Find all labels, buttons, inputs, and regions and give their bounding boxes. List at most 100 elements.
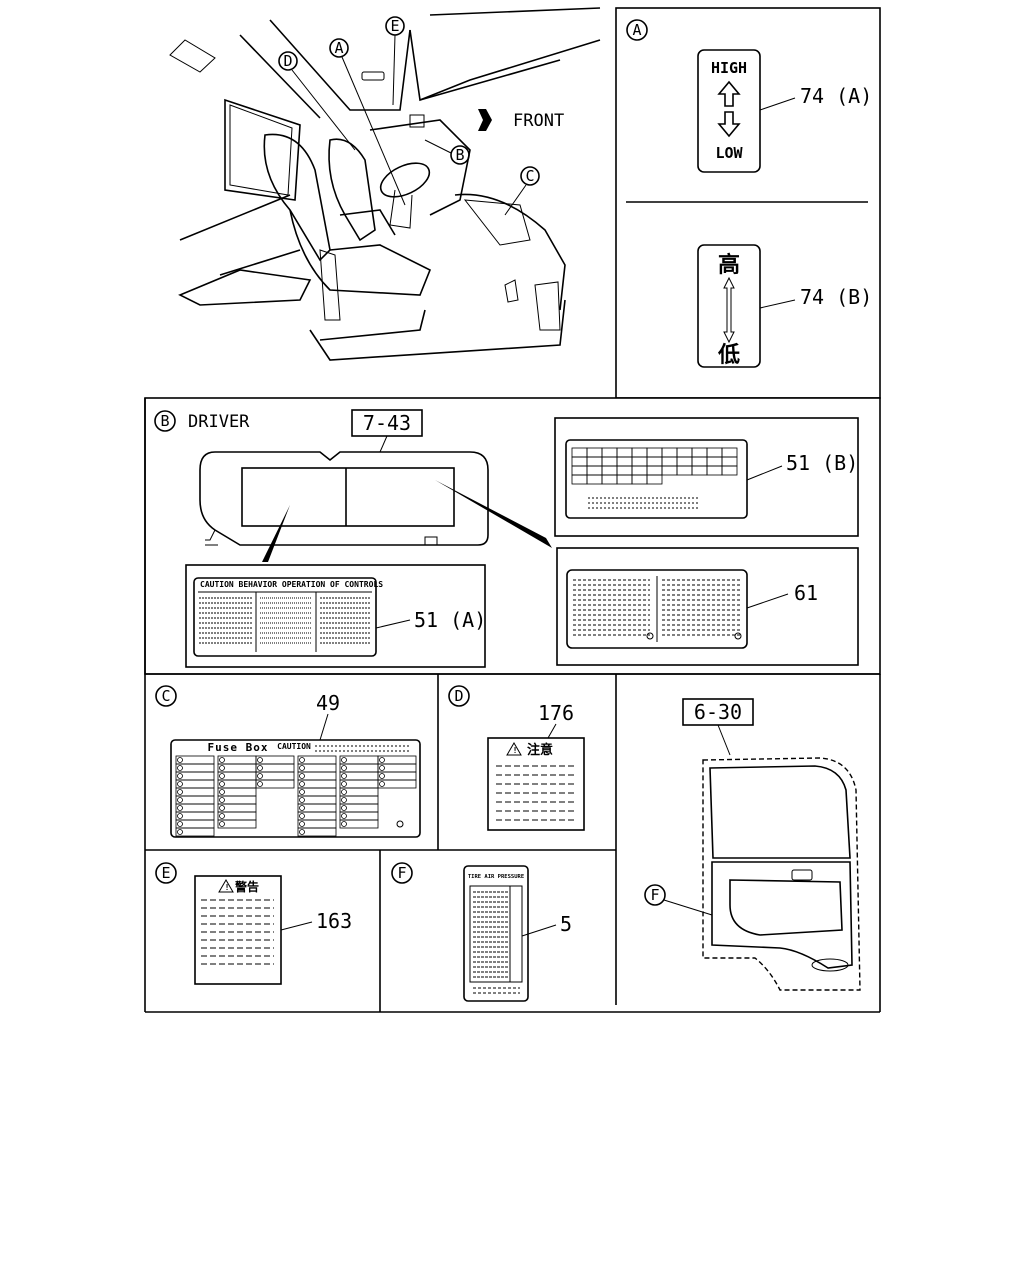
fuse-cell [297,803,337,813]
fuse-slot [299,813,305,819]
fuse-slot [341,821,347,827]
callout-b: B [424,139,470,165]
fuse-slot [177,765,183,771]
label-176: ! 注意 [487,737,585,831]
fuse-cell [339,795,379,805]
callout-e: E [385,16,405,106]
door-outline [702,757,861,991]
svg-text:163: 163 [316,909,352,933]
svg-text:F: F [397,864,406,882]
panel-f: F TIRE AIR PRESSURE 5 [391,862,572,1002]
fuse-cell [255,763,295,773]
svg-text:C: C [161,687,170,705]
fuse-slot [177,821,183,827]
svg-text:低: 低 [717,343,740,368]
svg-text:E: E [161,864,170,882]
fuse-cell [297,819,337,829]
fuse-cell [339,763,379,773]
callout-a: A [329,38,406,206]
panel-b: B DRIVER 7-43 CAUTION BEHAVIOR OPERATION… [154,409,859,668]
fuse-cell [175,827,215,837]
svg-text:Fuse Box: Fuse Box [208,741,269,754]
symbol-cell [721,465,738,476]
svg-text:HIGH: HIGH [711,59,747,77]
fuse-slot [219,773,225,779]
callout-c: C [504,166,540,216]
fuse-slot [299,821,305,827]
fuse-cell [297,795,337,805]
svg-text:TIRE AIR PRESSURE: TIRE AIR PRESSURE [468,874,524,880]
fuse-slot [219,813,225,819]
svg-text:E: E [390,17,399,35]
fuse-cell [217,819,257,829]
fuse-cell [297,811,337,821]
double-arrow-icon [723,276,735,344]
fuse-slot [257,757,263,763]
fuse-cell [297,787,337,797]
warning-triangle-icon [218,879,234,893]
svg-text:!: ! [513,746,518,755]
svg-text:警告: 警告 [234,879,259,894]
fuse-cell [217,755,257,765]
fuse-cell [217,771,257,781]
fuse-cell [339,771,379,781]
fuse-cell [377,763,417,773]
fuse-slot [341,765,347,771]
fuse-slot [379,765,385,771]
fuse-slot [177,805,183,811]
panel-d: D 176 ! 注意 [448,685,585,831]
fuse-slot [257,773,263,779]
svg-text:61: 61 [794,581,818,605]
fuse-cell [175,787,215,797]
label-51a: CAUTION BEHAVIOR OPERATION OF CONTROLS 5… [185,564,486,668]
fuse-slot [177,813,183,819]
frame-lines [144,7,881,1013]
fuse-cell [255,755,295,765]
front-arrow-icon [478,109,492,131]
fuse-cell [175,803,215,813]
fuse-cell [175,779,215,789]
fuse-cell [175,819,215,829]
callout-d: D [278,51,356,151]
fuse-cell [297,755,337,765]
fuse-slot [177,757,183,763]
fuse-slot [219,805,225,811]
fuse-slot [219,797,225,803]
panel-c: C 49 Fuse Box CAUTION [155,685,421,838]
svg-text:74 (A): 74 (A) [800,84,872,108]
svg-text:49: 49 [316,691,340,715]
fuse-cell [175,771,215,781]
arrow-up-icon [717,80,741,107]
fuse-slot [341,757,347,763]
fuse-slot [341,797,347,803]
fuse-slot [299,797,305,803]
fuse-slot [257,781,263,787]
svg-text:B: B [160,412,169,430]
svg-text:注意: 注意 [527,742,553,758]
sun-visor [199,451,489,546]
fuse-slot [299,765,305,771]
label-74a: HIGH LOW 74 (A) [697,49,872,173]
svg-text:DRIVER: DRIVER [188,412,250,432]
svg-text:6-30: 6-30 [694,700,742,724]
fuse-slot [379,773,385,779]
svg-text:176: 176 [538,701,574,725]
fuse-cell [175,763,215,773]
fuse-cell [377,779,417,789]
svg-text:A: A [334,39,343,57]
fuse-cell [175,755,215,765]
fuse-slot [177,781,183,787]
fuse-slot [341,813,347,819]
svg-text:CAUTION BEHAVIOR OPERATION O: CAUTION BEHAVIOR OPERATION OF CONTROLS [200,580,383,589]
fuse-cell [339,787,379,797]
fuse-cell [377,771,417,781]
fuse-slot [299,773,305,779]
fuse-slot [299,757,305,763]
label-163: ! 警告 [194,875,282,985]
fuse-slot [341,805,347,811]
fuse-slot [299,789,305,795]
fuse-cell [217,795,257,805]
fuse-slot [177,789,183,795]
fuse-slot [341,781,347,787]
